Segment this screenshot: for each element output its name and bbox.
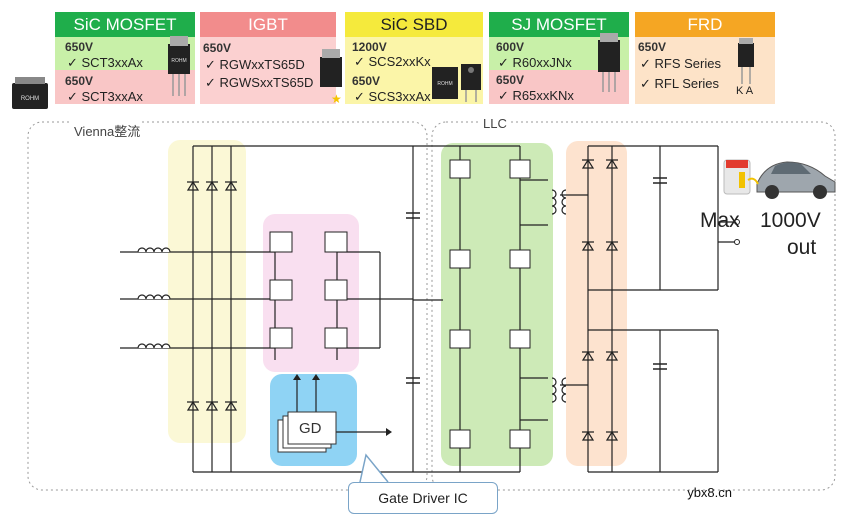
gate-driver-block	[277, 411, 337, 453]
part-number: ✓ SCS2xxKx	[354, 54, 431, 69]
charger-icon	[723, 159, 751, 195]
output-diode	[581, 158, 619, 441]
llc-transformer	[551, 189, 567, 403]
llc-primary-zone	[441, 143, 553, 466]
category-title: SiC SBD	[345, 12, 483, 37]
part-number: ✓ RGWxxTS65D	[205, 57, 305, 72]
category-sic-sbd: SiC SBD 1200V ✓ SCS2xxKx 650V ✓ SCS3xxAx	[345, 12, 483, 104]
input-inductor	[137, 247, 171, 349]
category-sic-mosfet: SiC MOSFET 650V ✓ SCT3xxAx 650V ✓ SCT3xx…	[55, 12, 195, 104]
output-voltage-label: 1000V	[760, 209, 821, 232]
part-number: ✓ RFL Series	[640, 76, 720, 91]
category-title: SiC MOSFET	[55, 12, 195, 37]
part-number: ✓ R60xxJNx	[498, 55, 572, 70]
package-icon: ROHM	[12, 77, 48, 109]
package-text: ROHM	[437, 81, 452, 87]
part-number: ✓ R65xxKNx	[498, 88, 574, 103]
star-icon: ★	[331, 92, 342, 106]
output-terminal	[734, 219, 740, 225]
category-title: FRD	[635, 12, 775, 37]
ac-switch	[269, 231, 348, 349]
pin-labels: K A	[736, 85, 754, 97]
llc-label: LLC	[481, 116, 509, 131]
callout-pointer	[359, 453, 389, 483]
vienna-region-outline	[27, 121, 428, 491]
package-text: ROHM	[171, 58, 186, 64]
gate-driver-ic-callout: Gate Driver IC	[348, 482, 498, 514]
voltage-label: 650V	[638, 40, 667, 54]
voltage-label: 600V	[496, 40, 525, 54]
category-frd: FRD 650V ✓ RFS Series ✓ RFL Series K A	[635, 12, 775, 104]
llc-region-outline	[431, 121, 836, 491]
category-igbt: IGBT 650V ✓ RGWxxTS65D ✓ RGWSxxTS65D	[200, 12, 336, 104]
part-number: ✓ SCS3xxAx	[354, 89, 431, 104]
voltage-label: 650V	[65, 40, 94, 54]
output-terminal	[734, 239, 740, 245]
package-icon	[598, 33, 620, 92]
dc-link-capacitor	[406, 177, 667, 384]
package-icon: ROHM	[168, 36, 190, 96]
output-out-label: out	[787, 236, 817, 259]
rectifier-zone	[168, 140, 246, 443]
category-title: SJ MOSFET	[489, 12, 629, 37]
watermark: ybx8.cn	[687, 485, 732, 500]
voltage-label: 650V	[352, 74, 381, 88]
voltage-label: 650V	[496, 73, 525, 87]
part-number: ✓ SCT3xxAx	[67, 89, 143, 104]
category-title: IGBT	[200, 12, 336, 37]
llc-mosfet	[449, 159, 531, 449]
part-number: ✓ RFS Series	[640, 56, 721, 71]
package-text: ROHM	[21, 96, 39, 102]
output-max-label: Max	[700, 209, 740, 232]
arrowheads	[293, 374, 392, 436]
package-icon: ROHM	[432, 64, 481, 102]
rectifier-diode	[186, 180, 238, 411]
package-icon	[738, 38, 754, 84]
part-number: ✓ RGWSxxTS65D	[205, 75, 314, 90]
wiring	[120, 145, 736, 473]
vienna-rectifier-label: Vienna整流	[72, 121, 143, 140]
category-sj-mosfet: SJ MOSFET 600V ✓ R60xxJNx 650V ✓ R65xxKN…	[489, 12, 629, 104]
gd-label: GD	[299, 420, 322, 437]
package-icon: ★	[320, 49, 342, 106]
voltage-label: 650V	[203, 41, 232, 55]
car-icon	[747, 161, 836, 199]
voltage-label: 650V	[65, 74, 94, 88]
llc-rectifier-zone	[566, 141, 627, 466]
voltage-label: 1200V	[352, 40, 387, 54]
part-number: ✓ SCT3xxAx	[67, 55, 143, 70]
